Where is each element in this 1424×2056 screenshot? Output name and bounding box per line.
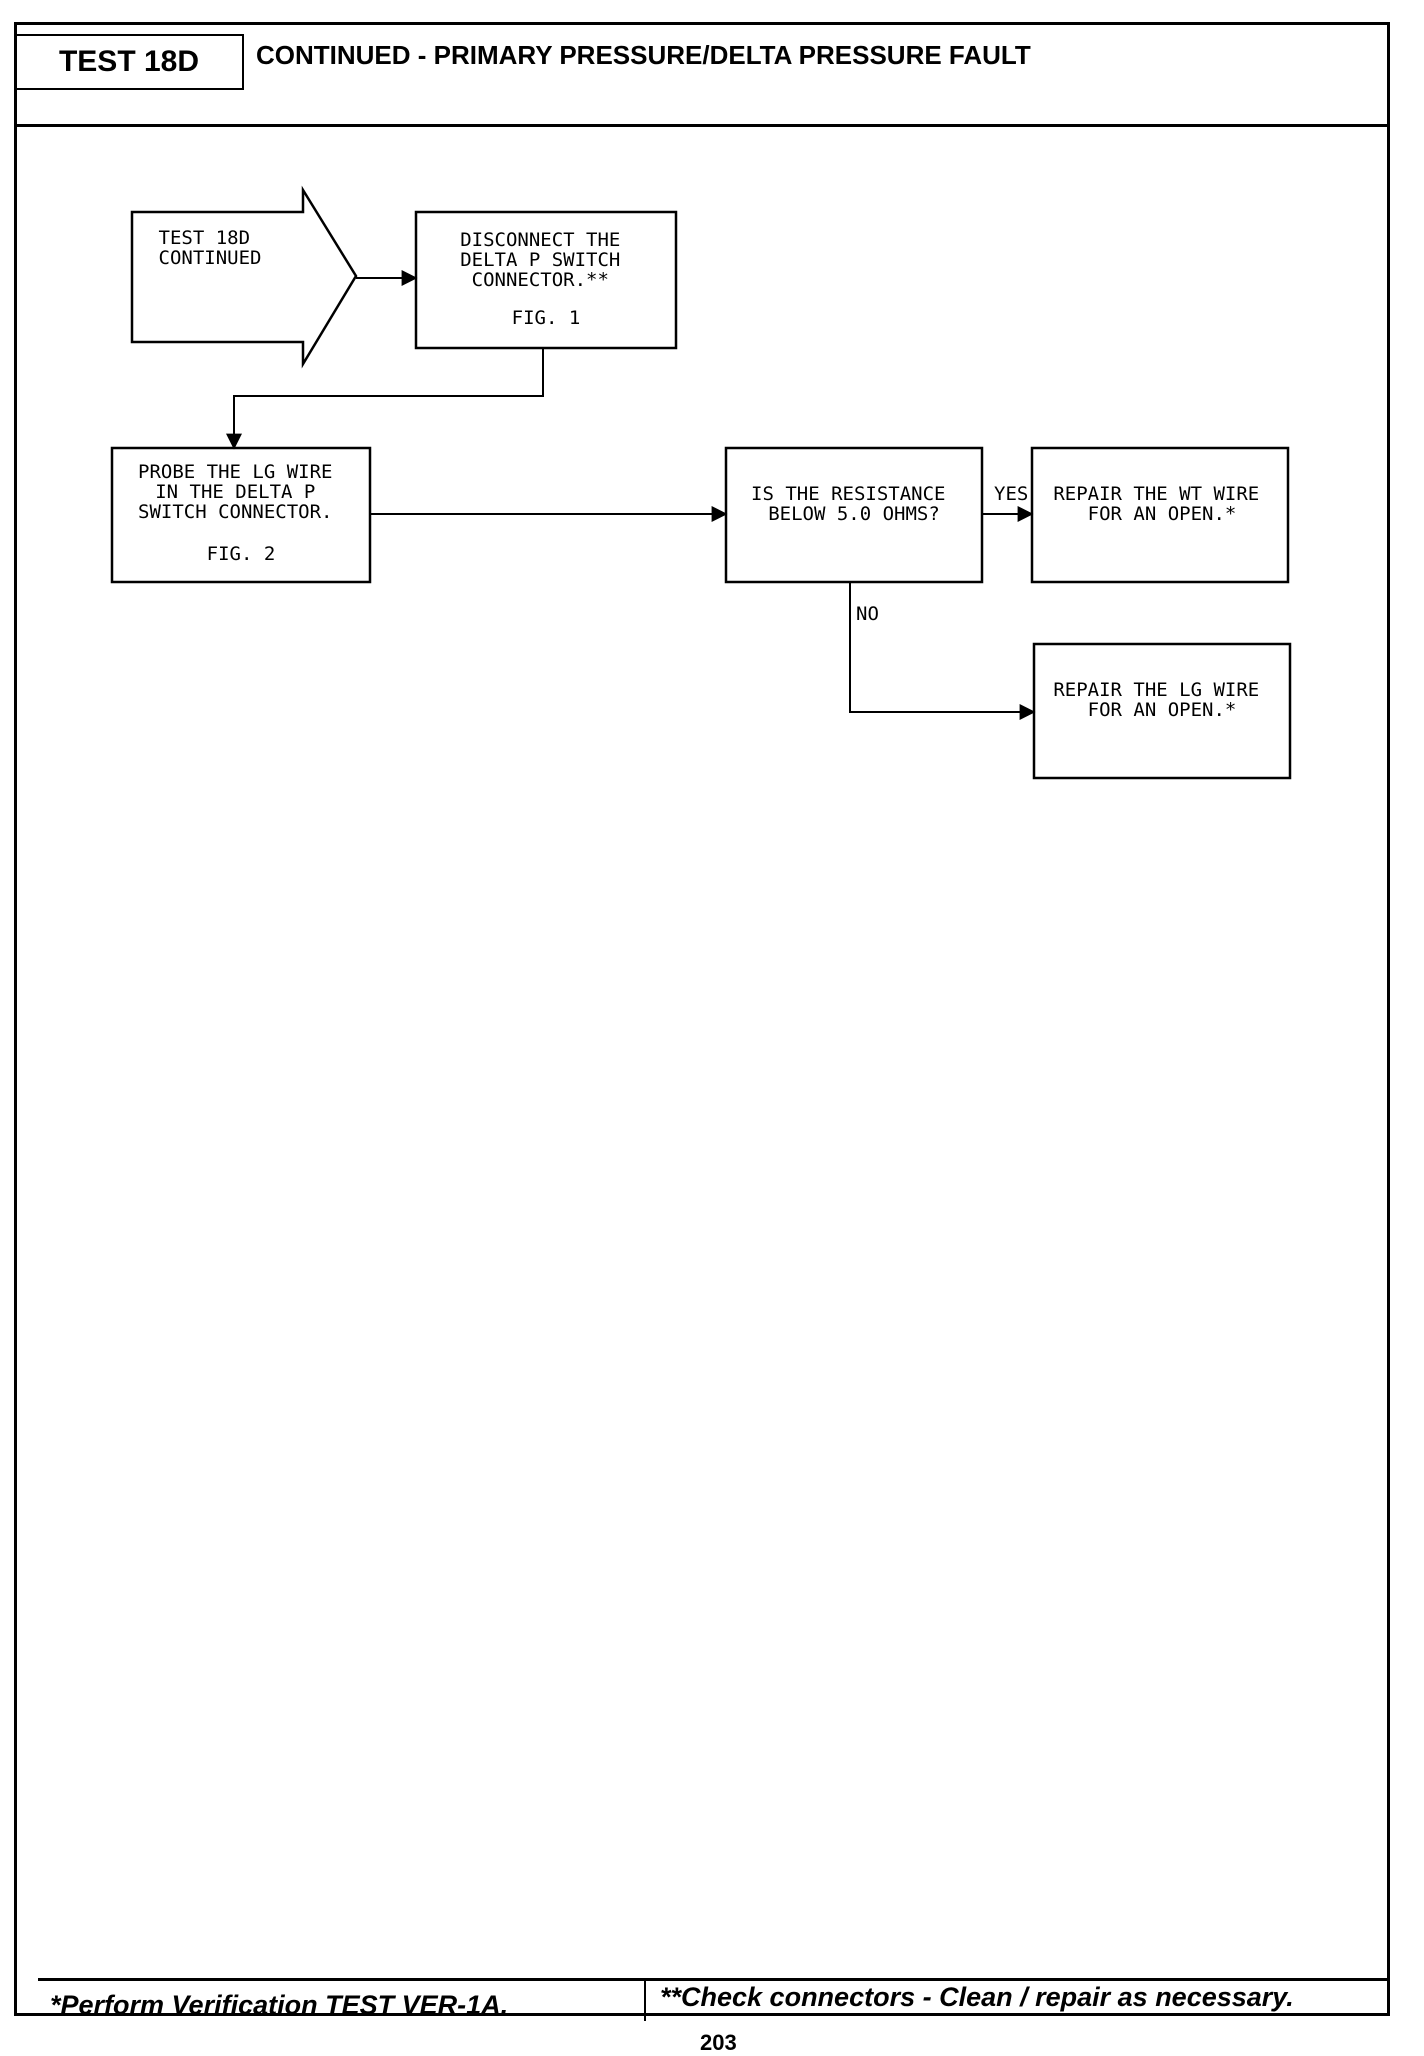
yes-label: YES [994, 483, 1028, 505]
probe-line-2: IN THE DELTA P [155, 481, 315, 503]
probe-fig: FIG. 2 [207, 543, 276, 565]
footer-separator [644, 1981, 646, 2021]
page-title: CONTINUED - PRIMARY PRESSURE/DELTA PRESS… [256, 40, 1031, 70]
page-number: 203 [700, 2030, 737, 2055]
flowchart: TEST 18D CONTINUED DISCONNECT THE DELTA … [110, 185, 1292, 780]
probe-line-3: SWITCH CONNECTOR. [138, 501, 332, 523]
question-line-1: IS THE RESISTANCE [751, 483, 945, 505]
footer-note-verification: *Perform Verification TEST VER-1A. [50, 1990, 509, 2020]
question-line-2: BELOW 5.0 OHMS? [768, 503, 940, 525]
repair-wt-line-1: REPAIR THE WT WIRE [1053, 483, 1259, 505]
disconnect-line-3: CONNECTOR.** [472, 269, 609, 291]
start-text: TEST 18D CONTINUED [159, 227, 262, 269]
start-line-1: TEST 18D [159, 227, 251, 249]
repair-wt-text: REPAIR THE WT WIRE FOR AN OPEN.* [1053, 483, 1270, 525]
header-divider [14, 124, 1390, 127]
edge-disconnect-to-probe [226, 348, 544, 450]
footer-divider [38, 1978, 1390, 1981]
disconnect-line-1: DISCONNECT THE [460, 229, 620, 251]
start-arrow-shape [130, 185, 358, 369]
probe-line-1: PROBE THE LG WIRE [138, 461, 332, 483]
probe-text: PROBE THE LG WIRE IN THE DELTA P SWITCH … [138, 461, 344, 565]
no-label: NO [856, 603, 879, 625]
disconnect-fig: FIG. 1 [512, 307, 581, 329]
repair-wt-line-2: FOR AN OPEN.* [1088, 503, 1237, 525]
repair-lg-line-2: FOR AN OPEN.* [1088, 699, 1237, 721]
start-line-2: CONTINUED [159, 247, 262, 269]
repair-lg-text: REPAIR THE LG WIRE FOR AN OPEN.* [1053, 679, 1270, 721]
footer-note-connectors: **Check connectors - Clean / repair as n… [660, 1982, 1294, 2012]
disconnect-line-2: DELTA P SWITCH [460, 249, 620, 271]
repair-lg-line-1: REPAIR THE LG WIRE [1053, 679, 1259, 701]
edge-question-no [849, 582, 1036, 720]
test-id-label: TEST 18D [14, 34, 244, 90]
page-frame [14, 22, 1390, 2016]
disconnect-text: DISCONNECT THE DELTA P SWITCH CONNECTOR.… [460, 229, 632, 329]
question-text: IS THE RESISTANCE BELOW 5.0 OHMS? [751, 483, 957, 525]
